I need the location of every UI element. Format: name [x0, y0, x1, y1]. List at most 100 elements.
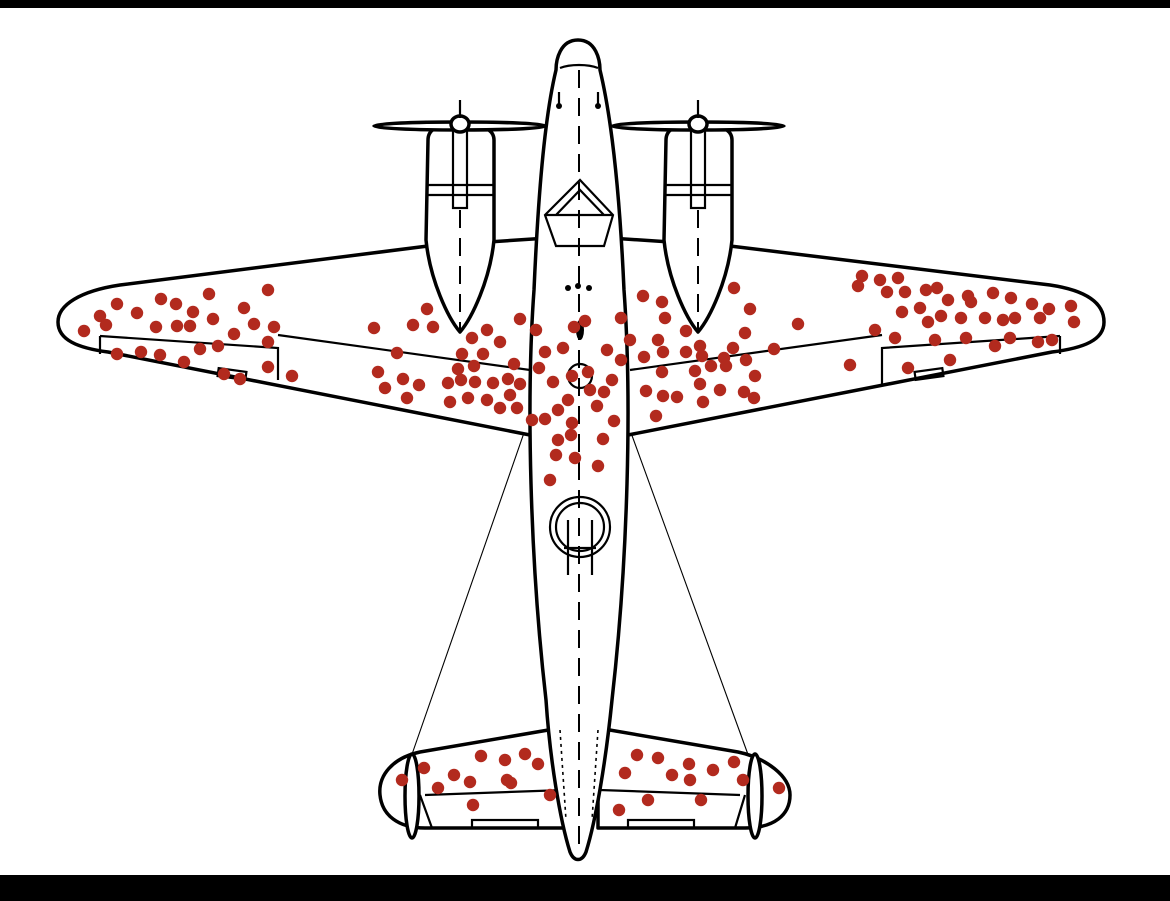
bullet-hit-marker — [568, 451, 582, 465]
bullet-hit-marker — [513, 312, 527, 326]
bullet-hit-marker — [873, 273, 887, 287]
bullet-hit-marker — [706, 763, 720, 777]
bullet-hit-marker — [510, 401, 524, 415]
bullet-hit-marker — [412, 378, 426, 392]
bullet-hit-marker — [738, 326, 752, 340]
bullet-hit-marker — [688, 364, 702, 378]
bullet-hit-marker — [649, 409, 663, 423]
bullet-hit-marker — [954, 311, 968, 325]
bullet-hit-marker — [988, 339, 1002, 353]
bullet-hit-marker — [211, 339, 225, 353]
bullet-hit-marker — [682, 757, 696, 771]
bullet-hit-marker — [451, 362, 465, 376]
bullet-hit-marker — [928, 333, 942, 347]
bullet-hit-marker — [743, 302, 757, 316]
bullet-hit-marker — [704, 359, 718, 373]
bullet-hit-marker — [919, 283, 933, 297]
bullet-hit-marker — [600, 343, 614, 357]
bullet-hit-marker — [455, 347, 469, 361]
bullet-hit-marker — [518, 747, 532, 761]
bullet-hit-marker — [261, 360, 275, 374]
bullet-hit-marker — [913, 301, 927, 315]
bullet-hit-marker — [371, 365, 385, 379]
bullet-hit-marker — [443, 395, 457, 409]
bullet-hit-marker — [1003, 331, 1017, 345]
bullet-hit-marker — [596, 432, 610, 446]
bullet-hit-marker — [719, 359, 733, 373]
bullet-hit-marker — [658, 311, 672, 325]
bullet-hit-marker — [1067, 315, 1081, 329]
bullet-hit-marker — [605, 373, 619, 387]
bullet-hit-marker — [880, 285, 894, 299]
bullet-hit-marker — [696, 395, 710, 409]
bullet-hit-marker — [406, 318, 420, 332]
bullet-hit-marker — [77, 324, 91, 338]
bullet-hit-marker — [237, 301, 251, 315]
bullet-hit-marker — [267, 320, 281, 334]
bullet-hit-marker — [641, 793, 655, 807]
bullet-hit-marker — [713, 383, 727, 397]
bullet-hit-marker — [1045, 333, 1059, 347]
hits-left-wing — [77, 283, 527, 415]
hits-fuselage — [525, 314, 621, 487]
illustration-canvas — [0, 8, 1170, 875]
bullet-hit-marker — [367, 321, 381, 335]
bullet-hit-marker — [447, 768, 461, 782]
bullet-hit-marker — [493, 335, 507, 349]
bullet-hit-marker — [193, 342, 207, 356]
bullet-hit-marker — [694, 793, 708, 807]
bullet-hit-marker — [921, 315, 935, 329]
bullet-hit-marker — [726, 341, 740, 355]
bullet-hit-marker — [683, 773, 697, 787]
bullet-hit-marker — [110, 347, 124, 361]
bullet-hit-marker — [607, 414, 621, 428]
bullet-hit-marker — [639, 384, 653, 398]
bullet-hit-marker — [149, 320, 163, 334]
bullet-hit-marker — [504, 776, 518, 790]
bullet-hit-marker — [1004, 291, 1018, 305]
bullet-hit-marker — [930, 281, 944, 295]
bullet-hit-marker — [561, 393, 575, 407]
bullet-hit-marker — [466, 798, 480, 812]
bullet-hit-marker — [551, 403, 565, 417]
bullet-hit-marker — [891, 271, 905, 285]
bullet-hit-marker — [679, 345, 693, 359]
bullet-hit-marker — [1042, 302, 1056, 316]
bullet-hit-marker — [567, 320, 581, 334]
bullet-hit-marker — [597, 385, 611, 399]
bullet-hit-marker — [941, 293, 955, 307]
bullet-hit-marker — [693, 377, 707, 391]
bullet-hit-marker — [110, 297, 124, 311]
bullet-hit-marker — [614, 353, 628, 367]
bullet-hit-marker — [727, 281, 741, 295]
bullet-hit-marker — [474, 749, 488, 763]
bullet-hit-marker — [513, 377, 527, 391]
bullet-hit-marker — [1008, 311, 1022, 325]
bullet-hit-marker — [486, 376, 500, 390]
bullet-hit-marker — [543, 473, 557, 487]
bullet-hit-marker — [99, 318, 113, 332]
bullet-hit-marker — [636, 289, 650, 303]
bullet-hit-marker — [898, 285, 912, 299]
hits-right-wing — [614, 269, 1081, 423]
bullet-hit-marker — [170, 319, 184, 333]
bullet-hit-marker — [177, 355, 191, 369]
bullet-hit-marker — [934, 309, 948, 323]
bullet-hit-marker — [538, 412, 552, 426]
bullet-hit-marker — [1033, 311, 1047, 325]
bullet-hit-marker — [529, 323, 543, 337]
fuselage — [528, 38, 630, 862]
bullet-hit-marker — [888, 331, 902, 345]
bullet-hit-marker — [465, 331, 479, 345]
bullet-hit-marker — [943, 353, 957, 367]
bullet-hit-marker — [233, 372, 247, 386]
bullet-hit-marker — [791, 317, 805, 331]
bullet-hit-marker — [467, 359, 481, 373]
bullet-hit-marker — [420, 302, 434, 316]
bullet-hit-marker — [507, 357, 521, 371]
hits-tail-right — [612, 748, 786, 817]
bullet-hit-marker — [551, 433, 565, 447]
bullet-hit-marker — [656, 389, 670, 403]
left-wing — [56, 236, 550, 437]
